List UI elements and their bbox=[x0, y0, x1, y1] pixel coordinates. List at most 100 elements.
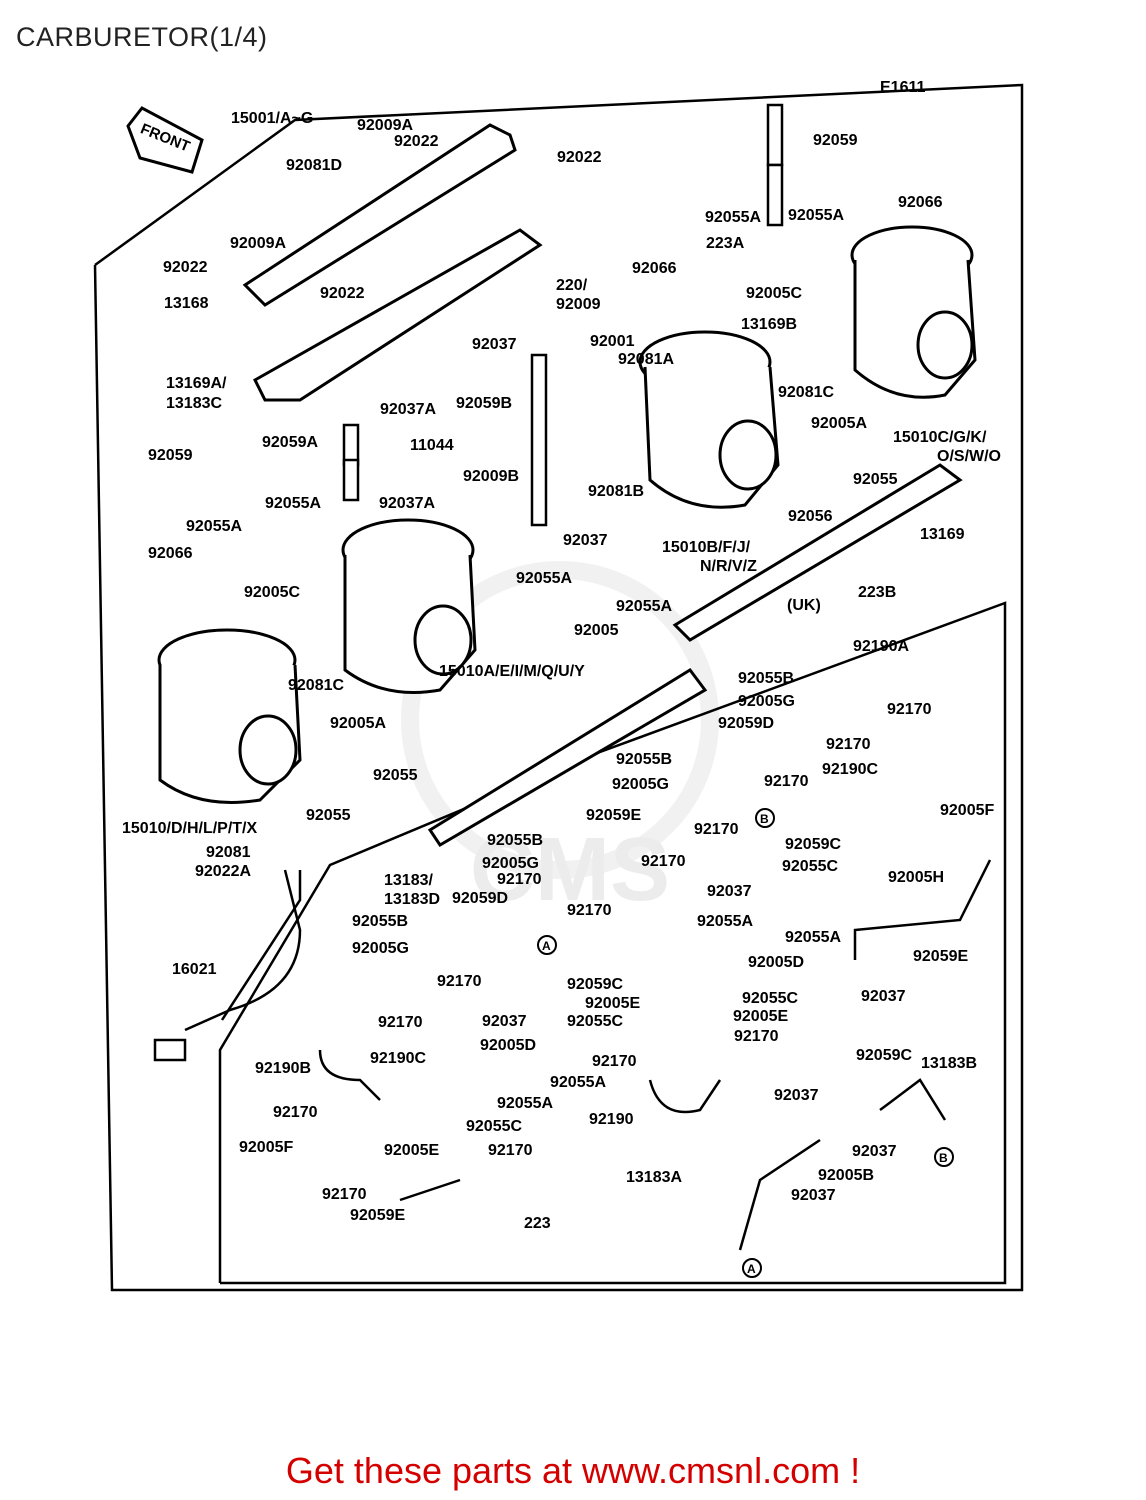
part-label: 223A bbox=[706, 235, 745, 252]
marker-b-2: B bbox=[934, 1147, 954, 1167]
part-label: 92170 bbox=[734, 1028, 779, 1045]
svg-text:A: A bbox=[542, 939, 551, 953]
part-label: 92081D bbox=[286, 157, 342, 174]
part-label: 11044 bbox=[410, 437, 454, 454]
part-label: 92005G bbox=[738, 693, 795, 710]
part-label: 92055A bbox=[265, 495, 321, 512]
part-label: 92005F bbox=[239, 1139, 293, 1156]
part-label: 13169 bbox=[920, 526, 965, 543]
part-label: 15010/D/H/L/P/T/X bbox=[122, 820, 257, 837]
part-label: 92059C bbox=[567, 976, 623, 993]
svg-text:A: A bbox=[747, 1262, 756, 1276]
part-label: 92059D bbox=[718, 715, 774, 732]
part-label: 92059C bbox=[785, 836, 841, 853]
part-label: 92190 bbox=[589, 1111, 634, 1128]
part-label: 13183C bbox=[166, 395, 222, 412]
part-label: 220/ bbox=[556, 277, 588, 294]
part-label: 92005D bbox=[480, 1037, 536, 1054]
part-label: 92055A bbox=[616, 598, 672, 615]
part-label: 92022 bbox=[557, 149, 602, 166]
part-label: 92059E bbox=[586, 807, 641, 824]
svg-text:B: B bbox=[939, 1151, 948, 1165]
part-label: 92170 bbox=[887, 701, 932, 718]
part-label: 92055A bbox=[550, 1074, 606, 1091]
part-label: 92059C bbox=[856, 1047, 912, 1064]
part-label: 13183B bbox=[921, 1055, 977, 1072]
part-label: 92005 bbox=[574, 622, 619, 639]
part-label: 92022 bbox=[163, 259, 208, 276]
part-label: 92066 bbox=[898, 194, 943, 211]
carburetor-1 bbox=[157, 628, 302, 804]
part-label: N/R/V/Z bbox=[700, 558, 757, 575]
carburetor-4 bbox=[850, 225, 977, 399]
cta-link[interactable]: Get these parts at www.cmsnl.com ! bbox=[285, 1450, 861, 1491]
part-label: 92170 bbox=[826, 736, 871, 753]
part-label: 92055C bbox=[742, 990, 798, 1007]
part-label: 92055 bbox=[306, 807, 351, 824]
part-label: 92037 bbox=[791, 1187, 836, 1204]
part-label: 92081A bbox=[618, 351, 674, 368]
part-label: 92037 bbox=[472, 336, 517, 353]
part-label: 92170 bbox=[378, 1014, 423, 1031]
part-label: 92055B bbox=[616, 751, 672, 768]
part-label: 92009B bbox=[463, 468, 519, 485]
part-label: 92055B bbox=[352, 913, 408, 930]
part-label: 92055A bbox=[785, 929, 841, 946]
part-label: 92066 bbox=[148, 545, 193, 562]
part-label: 92005A bbox=[811, 415, 867, 432]
part-label: 92081B bbox=[588, 483, 644, 500]
part-label: O/S/W/O bbox=[937, 448, 1001, 465]
region-label: (UK) bbox=[787, 597, 821, 614]
page-title: CARBURETOR(1/4) bbox=[16, 22, 268, 52]
part-label: 92022 bbox=[320, 285, 365, 302]
part-label: 92081C bbox=[778, 384, 834, 401]
part-label: 92059 bbox=[813, 132, 858, 149]
part-label: 92009A bbox=[357, 117, 413, 134]
part-label: 92055A bbox=[788, 207, 844, 224]
part-label: 92170 bbox=[567, 902, 612, 919]
part-label: 92066 bbox=[632, 260, 677, 277]
part-label: 92037 bbox=[707, 883, 752, 900]
part-label: 92055C bbox=[567, 1013, 623, 1030]
part-label: 16021 bbox=[172, 961, 217, 978]
part-label: 92170 bbox=[694, 821, 739, 838]
part-label: 92055B bbox=[487, 832, 543, 849]
part-label: 92001 bbox=[590, 333, 635, 350]
part-label: 92009A bbox=[230, 235, 286, 252]
part-label: 92005H bbox=[888, 869, 944, 886]
carburetor-2 bbox=[341, 518, 477, 694]
part-label: 92059 bbox=[148, 447, 193, 464]
part-label: 92170 bbox=[497, 871, 542, 888]
part-label: 15010C/G/K/ bbox=[893, 429, 987, 446]
part-label: 92170 bbox=[488, 1142, 533, 1159]
part-label: 92005E bbox=[384, 1142, 439, 1159]
part-label: 92005G bbox=[612, 776, 669, 793]
part-label: 92190C bbox=[822, 761, 878, 778]
part-label: 92037A bbox=[379, 495, 435, 512]
part-label: 13183D bbox=[384, 891, 440, 908]
part-label: 92022 bbox=[394, 133, 439, 150]
part-label: 92005C bbox=[244, 584, 300, 601]
part-label: 92037 bbox=[852, 1143, 897, 1160]
part-label: 92170 bbox=[592, 1053, 637, 1070]
part-label: 92005B bbox=[818, 1167, 874, 1184]
part-label: 92005A bbox=[330, 715, 386, 732]
part-label: 92170 bbox=[437, 973, 482, 990]
part-label: 92037 bbox=[563, 532, 608, 549]
part-label: 92037 bbox=[774, 1087, 819, 1104]
part-label: 13183A bbox=[626, 1169, 682, 1186]
part-label: 15010B/F/J/ bbox=[662, 539, 751, 556]
part-label: 92022A bbox=[195, 863, 251, 880]
part-labels: 15001/A~G 92009A 92022 92022 92081D 9200… bbox=[122, 110, 1001, 1232]
hoses bbox=[220, 103, 992, 1251]
part-label: 92059D bbox=[452, 890, 508, 907]
part-label: 92005E bbox=[585, 995, 640, 1012]
part-label: 92190A bbox=[853, 638, 909, 655]
part-label: 13169A/ bbox=[166, 375, 227, 392]
part-label: 92055A bbox=[497, 1095, 553, 1112]
svg-text:B: B bbox=[760, 812, 769, 826]
part-label: 92190C bbox=[370, 1050, 426, 1067]
part-label: 92005E bbox=[733, 1008, 788, 1025]
part-label: 13168 bbox=[164, 295, 209, 312]
